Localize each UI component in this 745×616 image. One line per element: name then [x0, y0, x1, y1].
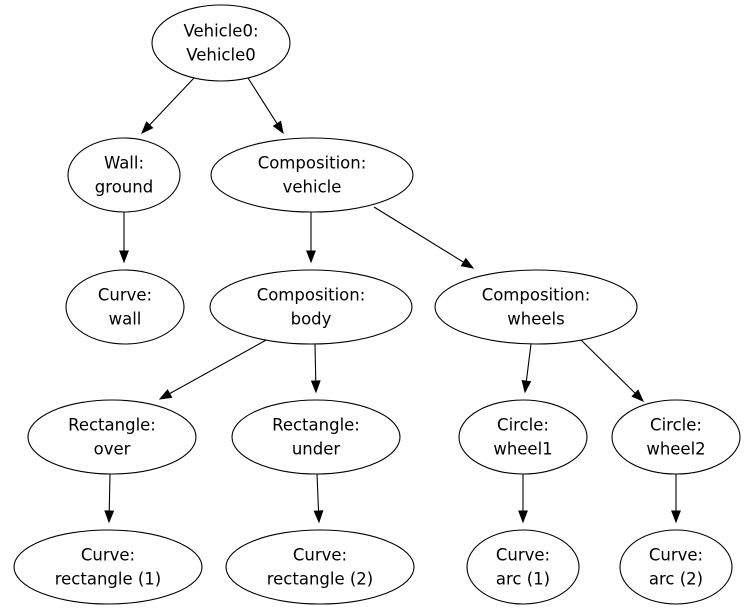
edge-vehicle0-to-wall_ground [141, 77, 195, 135]
node-label-line1: Composition: [258, 154, 367, 173]
node-ellipse[interactable] [458, 399, 588, 475]
node-label-line1: Curve: [98, 286, 152, 305]
node-label-line1: Composition: [482, 286, 591, 305]
arrow-head-icon [460, 257, 475, 269]
node-ellipse[interactable] [209, 269, 413, 345]
edge-circle_wheel2-to-curve_arc_2 [671, 474, 681, 524]
edge-line [577, 336, 636, 394]
arrow-head-icon [306, 250, 316, 264]
edge-line [149, 77, 195, 126]
arrow-head-icon [310, 380, 321, 394]
arrow-head-icon [119, 250, 129, 264]
node-ellipse[interactable] [65, 269, 185, 345]
node-rectangle_over[interactable]: Rectangle: over [27, 399, 197, 475]
edge-line [108, 473, 111, 512]
node-label-line2: body [291, 310, 332, 329]
node-label-line1: Vehicle0: [183, 22, 258, 41]
node-ellipse[interactable] [611, 399, 741, 475]
node-ellipse[interactable] [466, 529, 580, 605]
edge-rectangle_over-to-curve_rectangle_1 [104, 473, 115, 524]
node-ellipse[interactable] [231, 399, 401, 475]
node-label-line1: Composition: [257, 286, 366, 305]
node-composition_vehicle[interactable]: Composition: vehicle [210, 137, 414, 213]
node-label-line1: Curve: [496, 546, 550, 565]
edge-composition_wheels-to-circle_wheel2 [577, 336, 644, 402]
node-ellipse[interactable] [13, 529, 203, 605]
edge-line [247, 77, 278, 125]
node-label-line1: Curve: [293, 546, 347, 565]
node-ellipse[interactable] [27, 399, 197, 475]
node-label-line2: arc (2) [649, 570, 703, 589]
node-label-line2: rectangle (1) [55, 570, 162, 589]
edge-layer [104, 77, 681, 524]
node-circle_wheel2[interactable]: Circle: wheel2 [611, 399, 741, 475]
node-rectangle_under[interactable]: Rectangle: under [231, 399, 401, 475]
edge-line [373, 206, 464, 263]
node-vehicle0[interactable]: Vehicle0: Vehicle0 [151, 4, 291, 82]
node-label-line2: arc (1) [496, 570, 550, 589]
arrow-head-icon [313, 510, 324, 524]
node-curve_wall[interactable]: Curve: wall [65, 269, 185, 345]
node-label-line2: under [292, 440, 341, 459]
node-label-line2: wheel1 [493, 440, 552, 459]
edge-composition_body-to-rectangle_over [158, 338, 269, 400]
node-label-line1: Curve: [649, 546, 703, 565]
arrow-head-icon [631, 389, 644, 402]
node-label-line2: rectangle (2) [267, 570, 374, 589]
edge-composition_vehicle-to-composition_body [306, 212, 316, 264]
node-curve_arc_2[interactable]: Curve: arc (2) [619, 529, 733, 605]
edge-rectangle_under-to-curve_rectangle_2 [313, 473, 324, 524]
node-ellipse[interactable] [434, 269, 638, 345]
edge-vehicle0-to-composition_vehicle [247, 77, 284, 135]
node-label-line2: over [94, 440, 131, 459]
node-label-line2: vehicle [283, 178, 342, 197]
node-ellipse[interactable] [151, 4, 291, 82]
node-curve_rectangle_2[interactable]: Curve: rectangle (2) [225, 529, 415, 605]
arrow-head-icon [141, 121, 154, 135]
arrow-head-icon [104, 510, 115, 524]
node-label-line1: Circle: [650, 416, 702, 435]
node-composition_wheels[interactable]: Composition: wheels [434, 269, 638, 345]
node-curve_arc_1[interactable]: Curve: arc (1) [466, 529, 580, 605]
node-ellipse[interactable] [67, 137, 181, 213]
node-label-line1: Circle: [497, 416, 549, 435]
edge-composition_wheels-to-circle_wheel1 [521, 343, 532, 394]
edge-line [314, 343, 317, 382]
arrow-head-icon [158, 389, 173, 400]
arrow-head-icon [671, 510, 681, 524]
edge-composition_vehicle-to-composition_wheels [373, 206, 475, 269]
edge-line [316, 473, 320, 512]
node-wall_ground[interactable]: Wall: ground [67, 137, 181, 213]
node-label-line1: Wall: [104, 154, 144, 173]
node-ellipse[interactable] [210, 137, 414, 213]
edge-line [169, 338, 269, 395]
node-curve_rectangle_1[interactable]: Curve: rectangle (1) [13, 529, 203, 605]
node-label-line2: ground [95, 178, 153, 197]
node-label-line2: wheels [507, 310, 564, 329]
node-label-line2: Vehicle0 [186, 46, 256, 65]
edge-composition_body-to-rectangle_under [310, 343, 321, 394]
node-label-line1: Curve: [81, 546, 135, 565]
node-label-line1: Rectangle: [272, 416, 360, 435]
node-layer: Vehicle0:Vehicle0Wall:groundComposition:… [13, 4, 741, 605]
node-label-line2: wheel2 [646, 440, 705, 459]
node-ellipse[interactable] [225, 529, 415, 605]
arrow-head-icon [521, 379, 532, 394]
node-label-line2: wall [109, 310, 142, 329]
node-composition_body[interactable]: Composition: body [209, 269, 413, 345]
arrow-head-icon [272, 120, 284, 135]
edge-line [525, 343, 532, 382]
edge-circle_wheel1-to-curve_arc_1 [518, 474, 528, 524]
node-label-line1: Rectangle: [68, 416, 156, 435]
arrow-head-icon [518, 510, 528, 524]
node-ellipse[interactable] [619, 529, 733, 605]
edge-wall_ground-to-curve_wall [119, 212, 129, 264]
node-circle_wheel1[interactable]: Circle: wheel1 [458, 399, 588, 475]
